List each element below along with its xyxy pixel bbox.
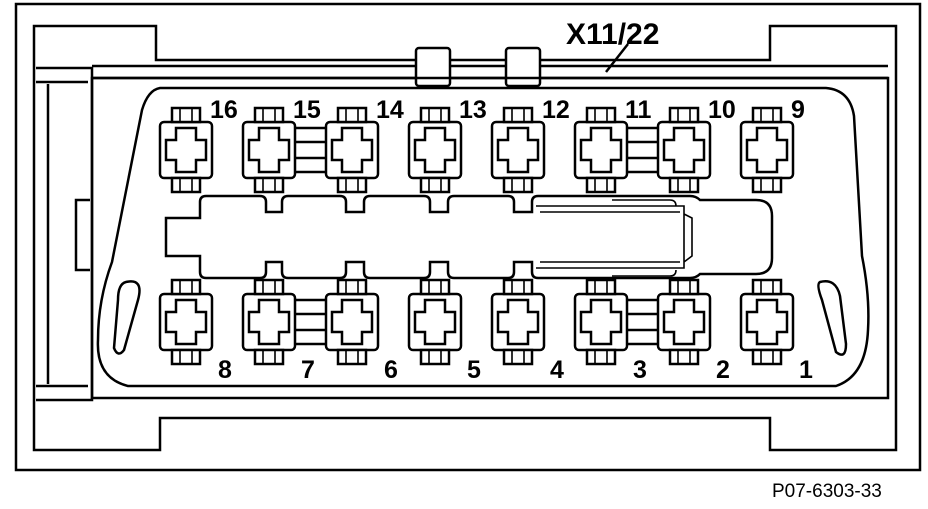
pin-socket-5 (407, 278, 463, 366)
label-leader-line (605, 43, 629, 73)
pin-socket-6 (324, 278, 380, 366)
connector-frame (90, 76, 890, 400)
pin-socket-2 (656, 278, 712, 366)
pin-number-12: 12 (542, 96, 570, 124)
top-rail (92, 64, 888, 80)
pin-socket-3 (573, 278, 629, 366)
pin-labels: 16 15 14 13 12 11 10 9 8 7 6 5 4 3 2 1 (210, 96, 813, 384)
pin-number-11: 11 (625, 96, 652, 124)
pin-socket-15 (241, 106, 297, 194)
connector-face (96, 86, 870, 388)
reference-code: P07-6303-33 (772, 481, 882, 502)
pin-bridges (295, 126, 658, 346)
connector-label: X11/22 (566, 18, 659, 51)
pin-socket-9 (739, 106, 795, 194)
pin-number-8: 8 (218, 356, 232, 384)
pin-number-7: 7 (301, 356, 315, 384)
pin-number-3: 3 (633, 356, 647, 384)
pin-number-4: 4 (550, 356, 564, 384)
pin-bridge-0 (295, 126, 326, 174)
pin-number-13: 13 (459, 96, 487, 124)
latch-right (504, 46, 542, 88)
pin-socket-14 (324, 106, 380, 194)
pin-group (158, 106, 795, 366)
pin-number-15: 15 (293, 96, 321, 124)
pin-number-9: 9 (791, 96, 805, 124)
right-slot (817, 280, 848, 356)
pin-number-6: 6 (384, 356, 398, 384)
pin-number-5: 5 (467, 356, 481, 384)
pin-number-2: 2 (716, 356, 730, 384)
pin-socket-16 (158, 106, 214, 194)
pin-bridge-1 (627, 126, 658, 174)
left-clamp (36, 66, 94, 402)
pin-socket-1 (739, 278, 795, 366)
key-insert (536, 199, 693, 277)
pin-bridge-2 (295, 298, 326, 346)
pin-number-1: 1 (799, 356, 813, 384)
pin-bridge-3 (627, 298, 658, 346)
pin-number-10: 10 (708, 96, 736, 124)
left-slot (112, 280, 141, 355)
center-channel (164, 194, 774, 280)
pin-socket-10 (656, 106, 712, 194)
pin-number-16: 16 (210, 96, 238, 124)
pin-number-14: 14 (376, 96, 404, 124)
pin-socket-11 (573, 106, 629, 194)
pin-socket-13 (407, 106, 463, 194)
pin-socket-12 (490, 106, 546, 194)
pin-socket-7 (241, 278, 297, 366)
latch-left (414, 46, 452, 88)
outer-housing (14, 2, 922, 472)
pin-socket-8 (158, 278, 214, 366)
pin-socket-4 (490, 278, 546, 366)
